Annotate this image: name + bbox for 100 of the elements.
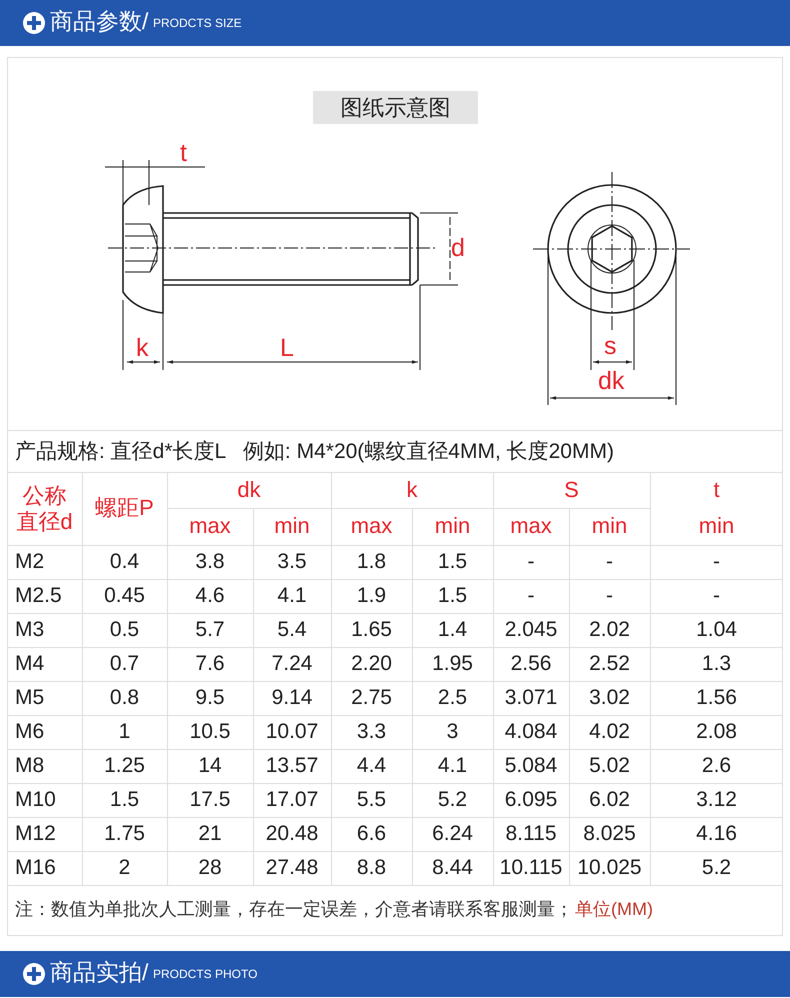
- table-value: 1.3: [700, 651, 732, 678]
- table-value: 0.45: [103, 583, 146, 610]
- table-value: 2.52: [588, 651, 631, 678]
- table-value: 4.4: [356, 753, 388, 780]
- table-value: M16: [14, 855, 57, 882]
- table-value: M8: [14, 753, 46, 780]
- table-value: 5.7: [194, 617, 226, 644]
- table-value: 9.5: [194, 685, 226, 712]
- table-value: 6.095: [504, 787, 558, 814]
- table-value: 8.44: [431, 855, 474, 882]
- table-value: 7.6: [194, 651, 226, 678]
- table-value: 0.4: [108, 549, 140, 576]
- table-value: 10.115: [498, 855, 564, 882]
- table-value: 2.56: [510, 651, 552, 678]
- table-value: 8.115: [504, 821, 558, 848]
- table-value: 4.02: [588, 719, 631, 746]
- table-value: 1.75: [103, 821, 146, 848]
- table-value: 5.4: [276, 617, 308, 644]
- table-value: M12: [14, 821, 57, 848]
- table-value: 2.20: [350, 651, 393, 678]
- table-value: 2.5: [436, 685, 468, 712]
- table-value: 13.57: [264, 753, 320, 780]
- table-header: min: [434, 512, 472, 540]
- table-header: min: [698, 512, 736, 540]
- table-value: 27.48: [264, 855, 320, 882]
- table-value: M3: [14, 617, 46, 644]
- table-value: 5.084: [504, 753, 558, 780]
- table-value: -: [712, 549, 721, 576]
- table-value: 4.1: [436, 753, 468, 780]
- table-value: 1.04: [695, 617, 738, 644]
- table-value: 1.95: [431, 651, 474, 678]
- table-value: 7.24: [270, 651, 314, 678]
- table-header: S: [563, 476, 580, 504]
- table-value: 20.48: [264, 821, 320, 848]
- note-text: 注：数值为单批次人工测量，存在一定误差，介意者请联系客服测量；: [15, 900, 573, 920]
- table-value: 6.24: [431, 821, 474, 848]
- table-value: 3.5: [276, 549, 308, 576]
- table-header: max: [188, 512, 232, 540]
- table-value: M2.5: [14, 583, 63, 610]
- table-value: 0.5: [108, 617, 140, 644]
- table-value: 2.045: [504, 617, 558, 644]
- table-value: 3.02: [588, 685, 631, 712]
- table-header: k: [406, 476, 418, 504]
- table-value: M4: [14, 651, 46, 678]
- table-value: 0.7: [108, 651, 140, 678]
- table-value: 1.4: [436, 617, 468, 644]
- dimension-label: d: [451, 235, 465, 262]
- table-header: min: [590, 512, 628, 540]
- table-header: max: [509, 512, 553, 540]
- table-value: 3: [446, 719, 460, 746]
- table-value: 17.5: [188, 787, 232, 814]
- table-value: 4.16: [695, 821, 738, 848]
- dimension-label: t: [180, 140, 187, 168]
- table-value: 5.2: [700, 855, 732, 882]
- table-value: 9.14: [270, 685, 314, 712]
- table-value: -: [526, 583, 536, 610]
- table-value: 5.5: [356, 787, 388, 814]
- table-header: max: [350, 512, 394, 540]
- table-value: -: [605, 583, 614, 610]
- table-value: -: [526, 549, 536, 576]
- table-value: 6.02: [588, 787, 631, 814]
- table-value: 2.75: [350, 685, 393, 712]
- table-value: 1.56: [695, 685, 738, 712]
- table-value: 2.6: [700, 753, 732, 780]
- table-value: 14: [197, 753, 223, 780]
- table-value: 8.025: [582, 821, 637, 848]
- table-value: 1: [118, 719, 132, 746]
- table-value: -: [605, 549, 614, 576]
- section-heading: 商品参数/: [50, 9, 148, 34]
- table-value: 0.8: [108, 685, 140, 712]
- table-value: 10.07: [264, 719, 320, 746]
- table-value: 28: [197, 855, 223, 882]
- table-value: 4.6: [194, 583, 226, 610]
- table-value: 3.071: [504, 685, 558, 712]
- section-subheading: PRODCTS SIZE: [153, 17, 242, 30]
- table-value: M10: [14, 787, 57, 814]
- section-subheading: PRODCTS PHOTO: [153, 968, 258, 982]
- drawing-title: 图纸示意图: [313, 91, 478, 124]
- dimension-label: dk: [598, 368, 624, 396]
- table-value: M6: [14, 719, 46, 746]
- section-heading: 商品实拍/: [50, 960, 148, 986]
- dimension-label: k: [136, 335, 148, 362]
- table-value: 1.8: [356, 549, 388, 576]
- table-header: 螺距P: [94, 494, 155, 522]
- table-value: M2: [14, 549, 46, 576]
- table-value: -: [712, 583, 721, 610]
- table-value: 4.084: [504, 719, 558, 746]
- table-value: 3.8: [194, 549, 226, 576]
- table-header: min: [273, 512, 311, 540]
- table-header: dk: [236, 476, 262, 504]
- table-value: 8.8: [356, 855, 388, 882]
- table-value: 10.5: [188, 719, 232, 746]
- table-value: 5.02: [588, 753, 631, 780]
- table-header: t: [712, 476, 721, 504]
- table-value: 6.6: [356, 821, 388, 848]
- table-value: 1.25: [103, 753, 146, 780]
- table-value: M5: [14, 685, 46, 712]
- table-value: 2.02: [588, 617, 631, 644]
- table-value: 1.9: [356, 583, 388, 610]
- table-value: 17.07: [264, 787, 320, 814]
